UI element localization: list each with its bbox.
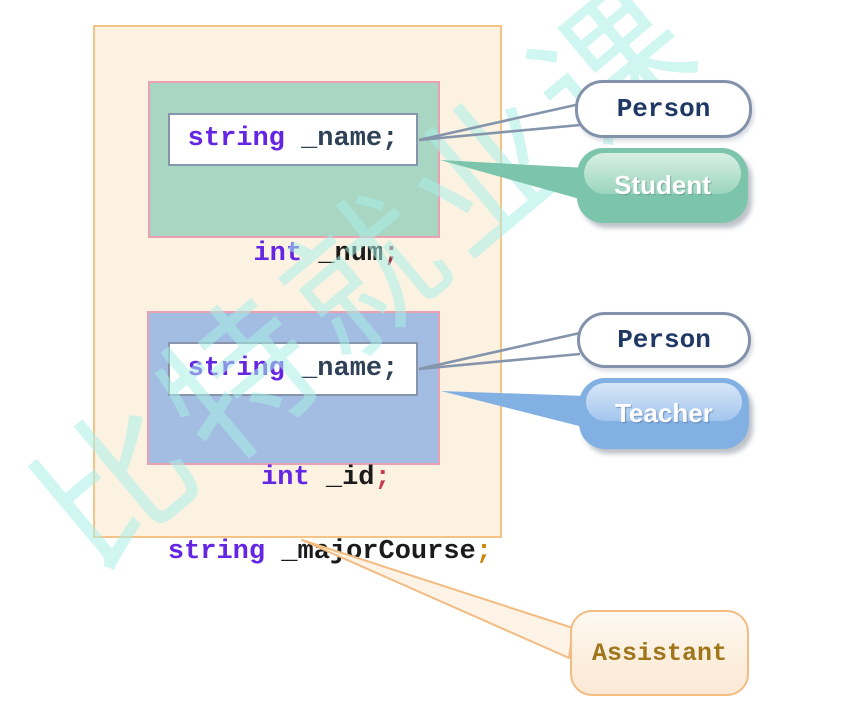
identifier-token: _num xyxy=(302,239,384,270)
assistant-callout-tail xyxy=(301,539,574,659)
student-label-text: Student xyxy=(614,170,711,200)
semicolon-token: ; xyxy=(382,353,399,384)
semicolon-token: ; xyxy=(383,239,400,270)
assistant-majorcourse-field: string _majorCourse; xyxy=(93,504,502,601)
person-bottom-callout-line-upper xyxy=(418,331,581,371)
keyword-token: string xyxy=(187,124,285,155)
identifier-token: _majorCourse xyxy=(265,537,476,568)
teacher-callout-wedge xyxy=(441,391,587,428)
person-top-callout-line-upper xyxy=(418,102,581,142)
identifier-token: _name xyxy=(284,124,383,155)
keyword-token: int xyxy=(253,239,303,270)
identifier-token: _name xyxy=(284,353,383,384)
semicolon-token: ; xyxy=(382,124,399,155)
teacher-id-field: int _id; xyxy=(147,430,440,527)
teacher-label: Teacher xyxy=(579,378,749,449)
person-label-bottom: Person xyxy=(577,312,751,368)
identifier-token: _id xyxy=(309,463,375,494)
keyword-token: string xyxy=(187,353,285,384)
keyword-token: string xyxy=(167,537,266,568)
assistant-label-text: Assistant xyxy=(591,638,728,668)
person-label-text: Person xyxy=(617,325,711,355)
student-person-member-box: string _name; xyxy=(168,113,418,166)
student-label: Student xyxy=(577,148,748,223)
assistant-label: Assistant xyxy=(570,610,749,696)
person-bottom-callout-line-lower xyxy=(418,352,581,371)
person-top-callout-line-lower xyxy=(418,123,581,142)
keyword-token: int xyxy=(261,463,310,494)
student-callout-wedge xyxy=(440,160,587,201)
semicolon-token: ; xyxy=(374,463,391,494)
teacher-label-text: Teacher xyxy=(615,398,713,428)
teacher-person-member-box: string _name; xyxy=(168,342,418,396)
semicolon-token: ; xyxy=(475,537,492,568)
student-num-field: int _num; xyxy=(148,206,440,303)
person-label-text: Person xyxy=(616,94,711,124)
person-label-top: Person xyxy=(575,80,752,138)
